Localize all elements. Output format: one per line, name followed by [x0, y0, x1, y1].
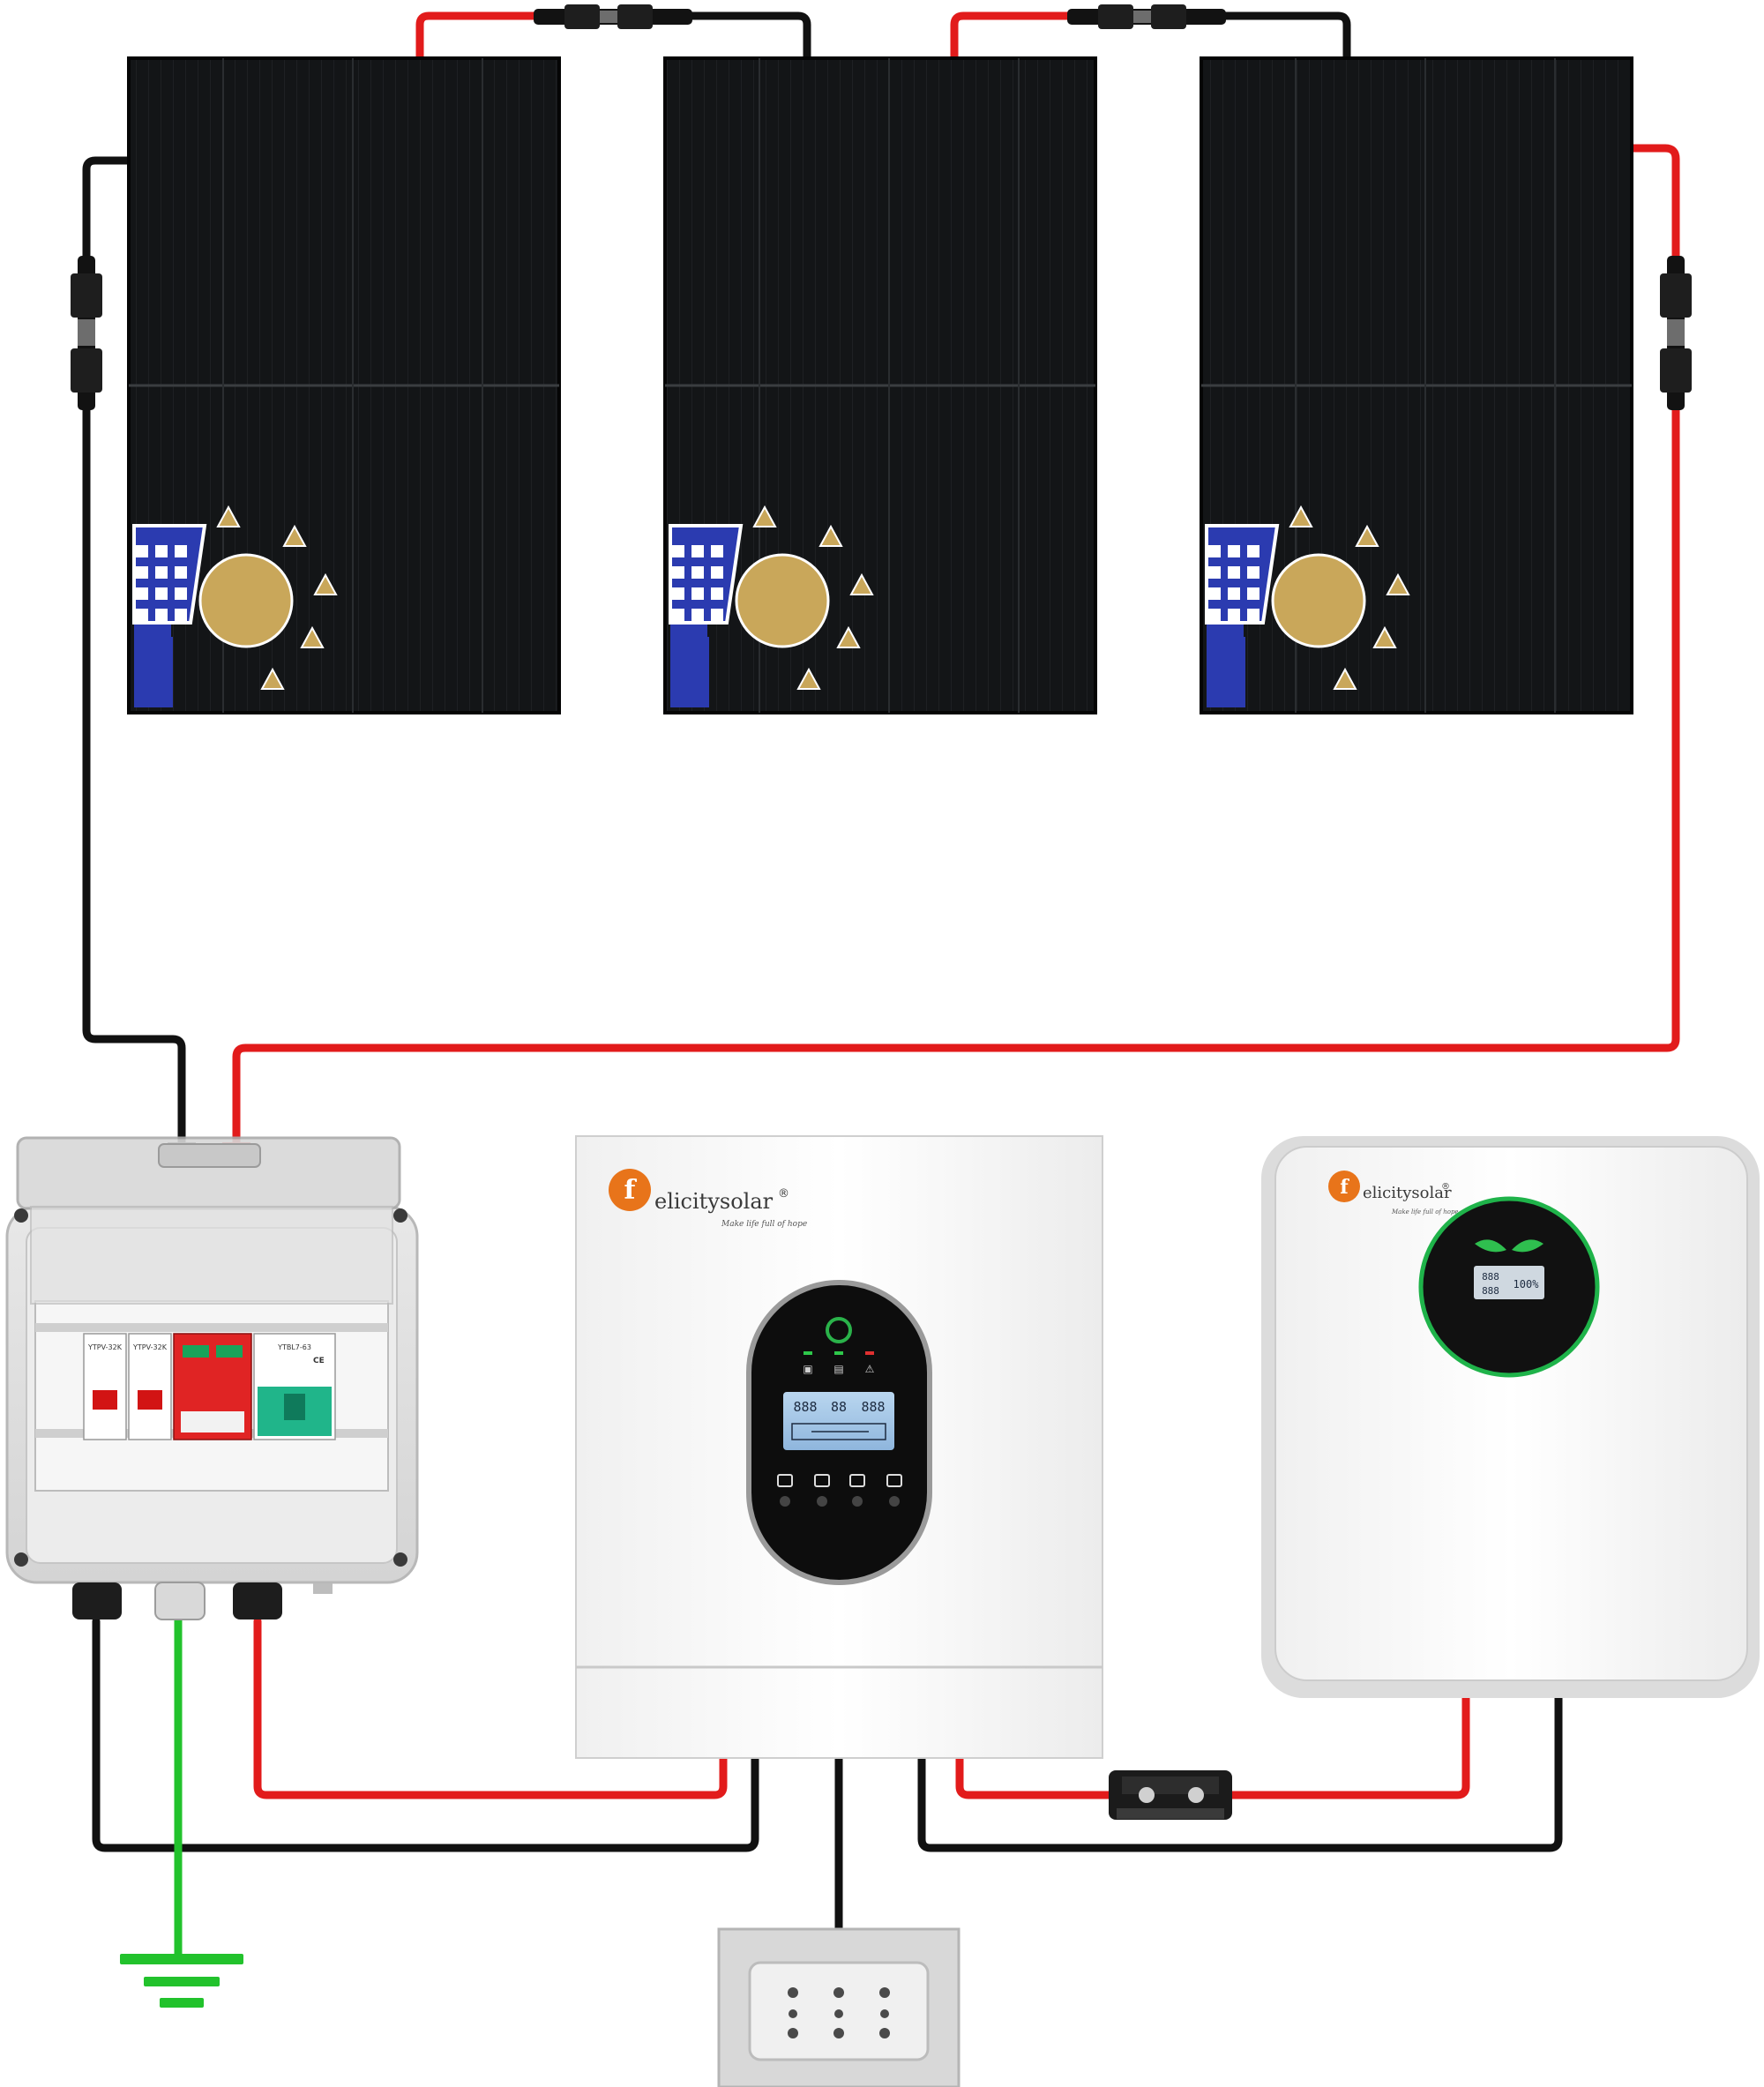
mc4-connector-top-1	[534, 4, 692, 29]
battery-brand-reg: ®	[1441, 1182, 1450, 1192]
inverter-button-1[interactable]	[777, 1474, 793, 1487]
inverter-lcd-line-3: 888	[861, 1399, 885, 1415]
inverter-button-down[interactable]	[849, 1474, 865, 1487]
dc-breaker-2	[128, 1333, 172, 1440]
hybrid-inverter: f elicitysolar ® Make life full of hope …	[575, 1135, 1103, 1759]
string-wire-positive	[232, 144, 1680, 1151]
socket-outlet-holes	[788, 1987, 890, 2038]
battery-brand-name: elicitysolar	[1363, 1184, 1452, 1202]
battery-tagline: Make life full of hope	[1391, 1208, 1459, 1216]
inverter-lcd-line-2: 88	[831, 1399, 847, 1415]
inverter-mode-icon: ▣	[803, 1363, 812, 1375]
breaker-3-label: YTBL7-63	[277, 1343, 311, 1351]
inverter-battery-icon: ▤	[833, 1363, 843, 1375]
series-wire-negative-2	[1217, 11, 1351, 63]
wiring	[82, 11, 1680, 1964]
breaker-1-label: YTPV-32K	[87, 1343, 123, 1351]
ground-symbol	[120, 1954, 243, 2008]
inverter-button-enter[interactable]	[886, 1474, 902, 1487]
inverter-logo-icon	[609, 1169, 651, 1211]
inverter-tagline: Make life full of hope	[721, 1220, 807, 1229]
mc4-connector-right	[1660, 256, 1692, 410]
solar-panels	[127, 56, 1633, 714]
ce-mark: CE	[313, 1357, 325, 1365]
solar-panel-2	[663, 56, 1097, 714]
battery-logo-letter: f	[1340, 1176, 1349, 1199]
combiner-to-inverter-negative	[92, 1617, 759, 1852]
battery-lcd-line-1: 888	[1482, 1271, 1499, 1283]
inverter-brand-name: elicitysolar	[654, 1189, 774, 1214]
inverter-brand-reg: ®	[778, 1187, 789, 1201]
inverter-lcd	[783, 1392, 894, 1450]
series-wire-positive-2	[950, 11, 1076, 63]
dc-breaker-1	[83, 1333, 127, 1440]
battery-logo-icon	[1328, 1171, 1360, 1202]
inverter-to-battery-negative	[917, 1694, 1563, 1852]
panel-logo-icon	[132, 505, 338, 707]
series-wire-negative-1	[684, 11, 811, 63]
dc-fuse	[1109, 1770, 1232, 1820]
wall-socket	[717, 1927, 960, 2087]
mc4-connector-top-2	[1067, 4, 1226, 29]
inverter-logo-letter: f	[624, 1175, 638, 1206]
panel-logo-icon	[669, 505, 874, 707]
inverter-lcd-line-1: 888	[793, 1399, 817, 1415]
battery-lcd-line-2: 888	[1482, 1285, 1499, 1297]
solar-panel-1	[127, 56, 561, 714]
inverter-status-ring-icon	[826, 1317, 852, 1343]
combiner-to-inverter-positive	[253, 1617, 728, 1799]
breaker-2-toggle[interactable]	[138, 1390, 162, 1410]
pv-combiner-box: YTPV-32K YTPV-32K YTBL7-63 CE	[5, 1136, 419, 1620]
breaker-2-label: YTPV-32K	[132, 1343, 168, 1351]
solar-panel-3	[1200, 56, 1633, 714]
battery-lcd	[1474, 1266, 1544, 1299]
string-wire-negative	[82, 156, 186, 1151]
lithium-battery: f elicitysolar ® Make life full of hope …	[1261, 1136, 1760, 1698]
battery-leaf-icon-left	[1475, 1239, 1506, 1253]
breaker-1-toggle[interactable]	[93, 1390, 117, 1410]
inverter-warning-icon: ⚠	[865, 1363, 875, 1375]
battery-leaf-icon-right	[1512, 1239, 1544, 1253]
panel-logo-icon	[1205, 505, 1410, 707]
inverter-button-up[interactable]	[814, 1474, 830, 1487]
battery-lcd-percent: 100%	[1514, 1278, 1540, 1290]
series-wire-positive-1	[415, 11, 542, 63]
mc4-connector-left	[71, 256, 102, 410]
